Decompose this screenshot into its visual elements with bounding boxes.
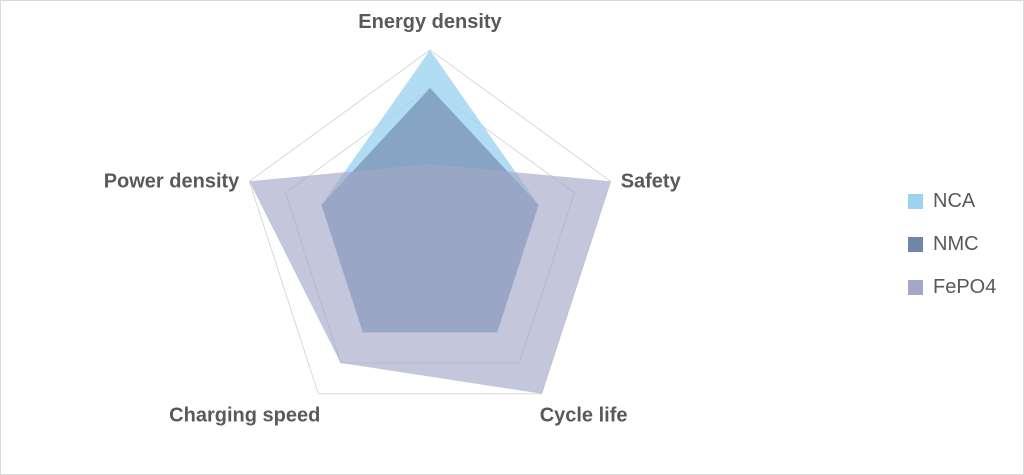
axis-label-cycle-life: Cycle life bbox=[540, 405, 628, 427]
axis-label-power-density: Power density bbox=[104, 170, 240, 192]
legend-swatch-nca bbox=[908, 194, 923, 209]
legend: NCA NMC FePO4 bbox=[908, 180, 996, 309]
legend-label-nmc: NMC bbox=[933, 233, 979, 255]
legend-label-nca: NCA bbox=[933, 190, 976, 212]
legend-label-fepo4: FePO4 bbox=[933, 276, 997, 298]
grid-ring-5 bbox=[248, 49, 612, 395]
axis-label-energy-density: Energy density bbox=[358, 11, 502, 33]
legend-item-fepo4: FePO4 bbox=[908, 266, 996, 309]
legend-item-nca: NCA bbox=[908, 180, 996, 223]
axis-label-safety: Safety bbox=[621, 170, 682, 192]
legend-item-nmc: NMC bbox=[908, 223, 996, 266]
axis-label-charging-speed: Charging speed bbox=[169, 405, 320, 427]
radar-series bbox=[249, 50, 611, 394]
legend-swatch-fepo4 bbox=[908, 280, 923, 295]
legend-swatch-nmc bbox=[908, 237, 923, 252]
axis-labels: Energy density Safety Cycle life Chargin… bbox=[104, 11, 682, 427]
series-fepo4-area bbox=[249, 164, 611, 394]
